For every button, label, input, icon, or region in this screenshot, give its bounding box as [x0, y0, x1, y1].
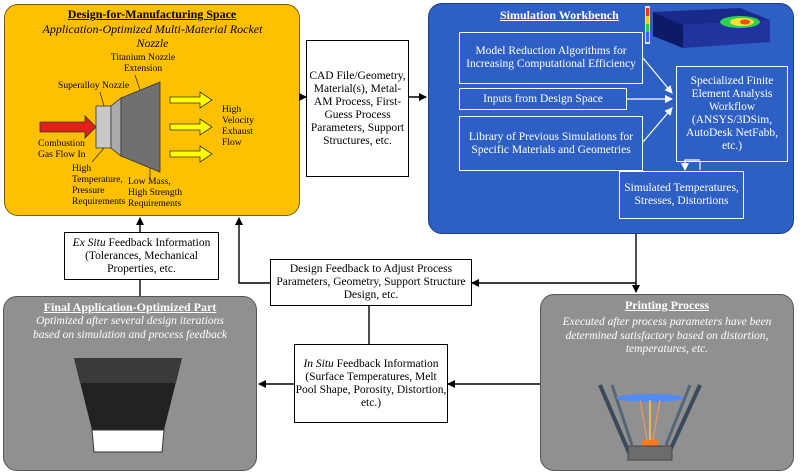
inputs-text: Inputs from Design Space — [483, 92, 603, 105]
low-mass-label: Low Mass, High Strength Requirements — [128, 176, 183, 209]
sim-arrow-model — [642, 57, 673, 94]
inputs-box: Inputs from Design Space — [459, 88, 627, 110]
sim-arrow-library — [642, 107, 673, 143]
titanium-extension-label: Titanium Nozzle Extension — [110, 52, 176, 74]
rocket-nozzle-graphic — [39, 74, 213, 178]
in-situ-feedback-box: In Situ Feedback Information (Surface Te… — [294, 344, 448, 423]
design-space-title: Design-for-Manufacturing Space — [67, 7, 237, 21]
exhaust-label: High Velocity Exhaust Flow — [222, 104, 254, 148]
in-situ-text: Feedback Information (Surface Temperatur… — [295, 357, 447, 409]
library-text: Library of Previous Simulations for Spec… — [468, 130, 634, 156]
titanium-nozzle-extension — [120, 81, 161, 173]
design-feedback-text: Design Feedback to Adjust Process Parame… — [276, 263, 466, 301]
arrow-feedback-to-design — [235, 217, 270, 284]
printing-process-title: Printing Process — [624, 298, 710, 312]
combustion-label: Combustion Gas Flow In — [38, 138, 86, 160]
exhaust-arrow-3 — [169, 145, 213, 163]
model-reduction-box: Model Reduction Algorithms for Increasin… — [459, 32, 643, 84]
simulation-thumbnail — [645, 6, 770, 48]
library-box: Library of Previous Simulations for Spec… — [459, 116, 643, 171]
simulated-results-box: Simulated Temperatures, Stresses, Distor… — [619, 171, 744, 219]
model-reduction-text: Model Reduction Algorithms for Increasin… — [466, 45, 636, 70]
final-part-graphic — [74, 358, 182, 453]
exhaust-arrow-2 — [169, 118, 213, 136]
exhaust-arrow-1 — [169, 91, 213, 109]
superalloy-nozzle-label: Superalloy Nozzle — [58, 80, 130, 91]
ex-situ-italic: Ex Situ — [72, 236, 106, 249]
cad-input-text: CAD File/Geometry, Material(s), Metal-AM… — [309, 69, 406, 147]
high-temp-label: High Temperature, Pressure Requirements — [72, 163, 126, 207]
superalloy-nozzle-flare — [110, 97, 122, 157]
ex-situ-feedback-box: Ex Situ Feedback Information (Tolerances… — [64, 232, 219, 280]
design-space-subtitle: Application-Optimized Multi-Material Roc… — [42, 22, 263, 50]
combustion-arrow — [39, 115, 97, 139]
ex-situ-text: Feedback Information (Tolerances, Mechan… — [85, 236, 211, 275]
printing-process-subtitle: Executed after process parameters have b… — [562, 316, 772, 355]
final-part-title: Final Application-Optimized Part — [43, 300, 217, 314]
simulation-workbench-title: Simulation Workbench — [500, 8, 619, 22]
fea-workflow-text: Specialized Finite Element Analysis Work… — [686, 75, 778, 152]
simulated-results-text: Simulated Temperatures, Stresses, Distor… — [624, 182, 739, 207]
design-feedback-box: Design Feedback to Adjust Process Parame… — [270, 259, 472, 306]
in-situ-italic: In Situ — [303, 357, 334, 370]
final-part-subtitle: Optimized after several design iteration… — [32, 315, 228, 341]
fea-workflow-box: Specialized Finite Element Analysis Work… — [676, 66, 788, 162]
cad-input-box: CAD File/Geometry, Material(s), Metal-AM… — [306, 40, 409, 177]
printing-process-graphic — [598, 384, 702, 461]
sim-arrow-fea-down — [681, 159, 700, 171]
superalloy-nozzle — [95, 105, 112, 149]
